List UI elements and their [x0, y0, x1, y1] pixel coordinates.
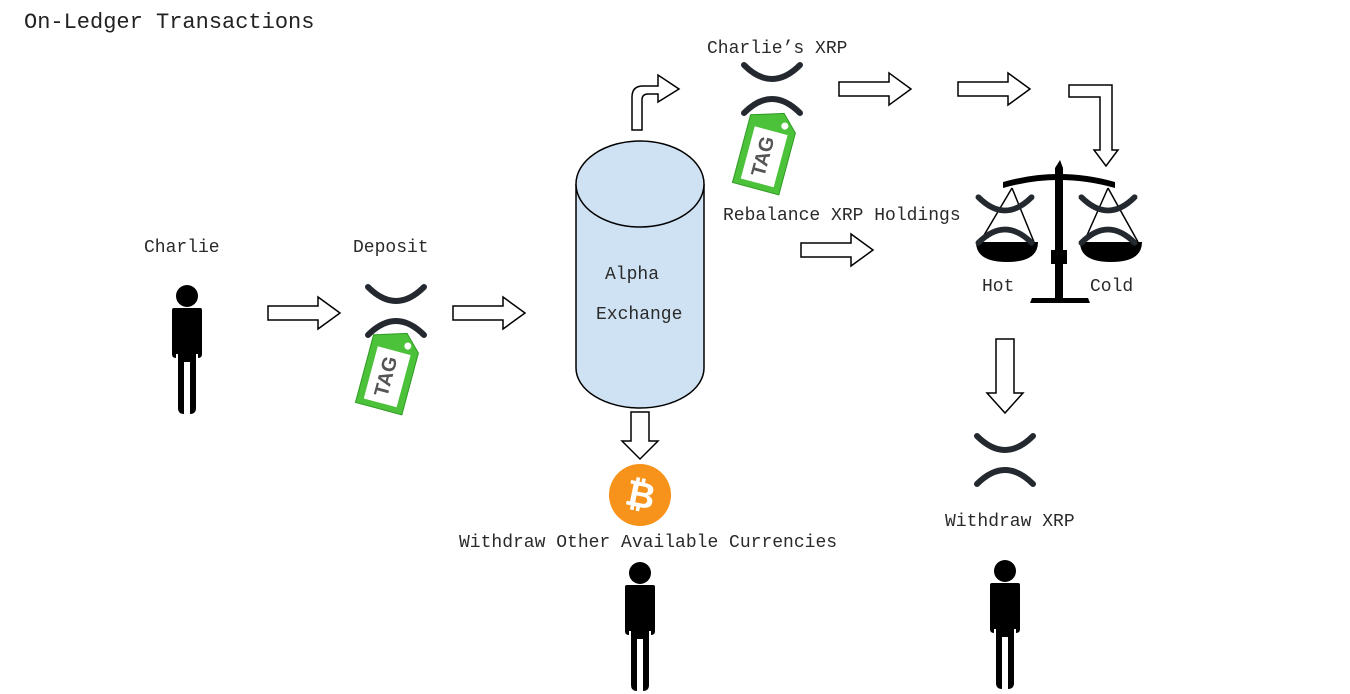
label-cold: Cold: [1090, 277, 1134, 297]
arrow-xrp-right-2: [957, 72, 1031, 106]
arrow-deposit-to-exchange: [452, 296, 526, 330]
label-hot: Hot: [982, 277, 1015, 297]
diagram-title: On-Ledger Transactions: [24, 10, 315, 35]
xrp-withdraw-icon: [977, 436, 1033, 484]
balance-scale-icon: [976, 160, 1142, 303]
tag-charlies-xrp-icon: TAG: [731, 112, 796, 196]
arrow-exchange-to-bitcoin: [620, 411, 660, 461]
label-withdraw-xrp: Withdraw XRP: [945, 512, 1075, 532]
label-charlies-xrp: Charlie’s XRP: [707, 39, 848, 59]
label-deposit: Deposit: [353, 238, 429, 258]
label-alpha: Alpha: [605, 265, 660, 285]
xrp-hot-icon: [978, 197, 1031, 243]
person-charlie-icon: [172, 285, 202, 414]
arrow-scale-to-withdraw-xrp: [985, 338, 1025, 415]
label-withdraw-other: Withdraw Other Available Currencies: [459, 533, 838, 553]
arrow-into-scale: [1068, 84, 1120, 168]
label-charlie: Charlie: [144, 238, 220, 258]
arrow-charlie-to-deposit: [267, 296, 341, 330]
label-exchange: Exchange: [596, 305, 683, 325]
arrow-xrp-right-1: [838, 72, 912, 106]
person-withdraw-xrp-icon: [990, 560, 1020, 689]
person-withdraw-currencies-icon: [625, 562, 655, 691]
label-rebalance: Rebalance XRP Holdings: [723, 206, 961, 226]
arrow-rebalance: [800, 233, 874, 267]
tag-deposit-icon: TAG: [354, 332, 419, 416]
xrp-deposit-icon: [368, 287, 424, 335]
bitcoin-icon: ₿: [609, 464, 671, 526]
xrp-charlies-icon: [744, 65, 800, 113]
alpha-exchange-cylinder: [575, 140, 705, 409]
arrow-exchange-to-charlies-xrp: [631, 73, 681, 131]
